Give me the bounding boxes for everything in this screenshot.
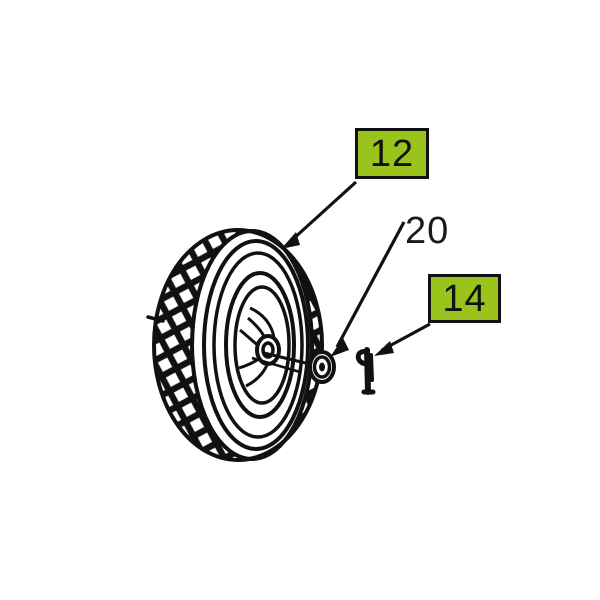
tire-shoulder-line bbox=[190, 229, 314, 461]
callout-label-20: 20 bbox=[405, 210, 450, 252]
tire-edge-tick bbox=[146, 315, 165, 323]
leader-line-12 bbox=[281, 180, 358, 249]
callout-box-14[interactable]: 14 bbox=[428, 274, 501, 323]
callout-label-20-container[interactable]: 20 bbox=[405, 212, 449, 250]
tire-outer-outline bbox=[152, 228, 324, 462]
leader-line-20 bbox=[330, 221, 406, 357]
axle-shaft-lower bbox=[251, 356, 301, 374]
washer bbox=[308, 350, 336, 384]
leader-line-14 bbox=[374, 322, 431, 356]
wheel-tire-assembly bbox=[146, 228, 324, 462]
cotter-pin bbox=[355, 347, 376, 395]
leader-lines bbox=[281, 180, 431, 357]
callout-label-14: 14 bbox=[442, 277, 487, 320]
callout-label-12: 12 bbox=[369, 132, 415, 175]
callout-box-12[interactable]: 12 bbox=[355, 128, 429, 179]
